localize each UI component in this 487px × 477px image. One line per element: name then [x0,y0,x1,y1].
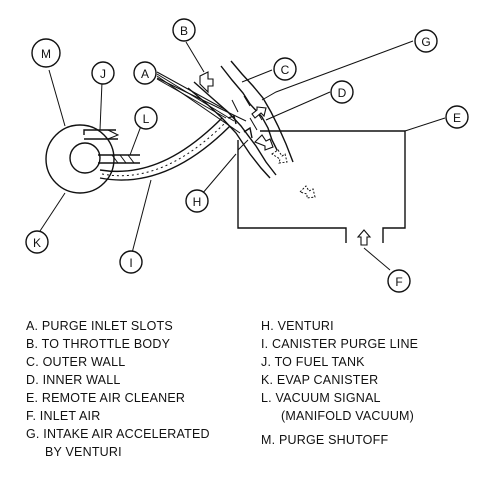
accelerated-air-arrow [251,106,267,119]
callout-m: M [31,38,61,68]
svg-text:K: K [33,236,41,250]
legend-item-h: H. VENTURI [261,319,334,333]
venturi-air-arrow [254,134,274,151]
legend-item-d: D. INNER WALL [26,373,121,387]
callout-b: B [172,18,196,42]
svg-text:H: H [193,195,202,209]
airflow-arrows [199,71,372,246]
svg-text:G: G [421,35,430,49]
fuel-tank-line [83,129,120,140]
legend-right-column: H. VENTURI I. CANISTER PURGE LINE J. TO … [261,319,418,447]
legend-item-f: F. INLET AIR [26,409,100,423]
legend: A. PURGE INLET SLOTS B. TO THROTTLE BODY… [26,319,418,459]
callout-g: G [414,29,438,53]
callout-l: L [134,106,158,130]
legend-left-column: A. PURGE INLET SLOTS B. TO THROTTLE BODY… [26,319,210,459]
svg-text:C: C [281,63,290,77]
legend-item-g-continued: BY VENTURI [45,445,122,459]
svg-text:D: D [338,86,347,100]
legend-item-m: M. PURGE SHUTOFF [261,433,388,447]
callout-j: J [91,61,115,85]
callout-i: I [119,250,143,274]
legend-item-j: J. TO FUEL TANK [261,355,365,369]
callout-k: K [25,230,49,254]
evap-canister [45,124,115,194]
callout-f: F [387,269,411,293]
legend-item-c: C. OUTER WALL [26,355,125,369]
svg-text:F: F [395,275,402,289]
dashed-arrow-1 [271,149,288,164]
legend-item-l: L. VACUUM SIGNAL [261,391,381,405]
svg-text:M: M [41,47,51,61]
callout-a: A [133,61,157,85]
callout-c: C [273,57,297,81]
legend-item-k: K. EVAP CANISTER [261,373,378,387]
canister-purge-line [99,117,231,181]
legend-item-a: A. PURGE INLET SLOTS [26,319,173,333]
callout-h: H [185,189,209,213]
leader-lines [39,40,446,271]
legend-item-g: G. INTAKE AIR ACCELERATED [26,427,210,441]
inlet-air-arrow [356,229,372,246]
callouts: A B C D E F G H [25,18,469,293]
svg-text:E: E [453,111,461,125]
svg-text:I: I [129,256,132,270]
svg-text:A: A [141,67,149,81]
dashed-arrow-2 [299,185,316,199]
svg-text:B: B [180,24,188,38]
svg-text:L: L [143,112,150,126]
remote-air-cleaner [237,130,406,243]
legend-item-i: I. CANISTER PURGE LINE [261,337,418,351]
svg-text:J: J [100,67,106,81]
vacuum-signal-line [98,154,140,164]
legend-item-b: B. TO THROTTLE BODY [26,337,171,351]
throttle-body-arrow [199,71,214,94]
callout-e: E [445,105,469,129]
legend-item-e: E. REMOTE AIR CLEANER [26,391,185,405]
legend-item-l-continued: (MANIFOLD VACUUM) [281,409,414,423]
callout-d: D [330,80,354,104]
